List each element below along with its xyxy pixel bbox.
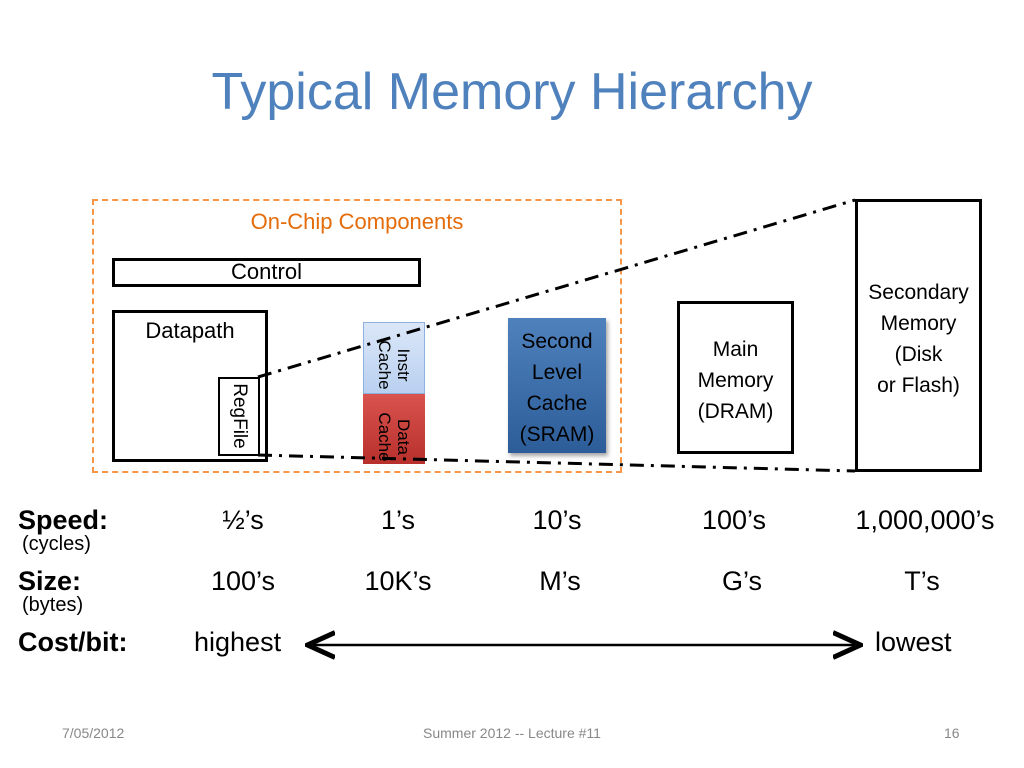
instr-cache-box	[363, 322, 425, 394]
secondary-memory-line-3: (Disk	[894, 343, 943, 366]
speed-l2-value: 10’s	[532, 505, 582, 535]
footer-date: 7/05/2012	[62, 725, 125, 741]
lower-dash-dot-line	[257, 453, 856, 473]
size-regfile-value: 100’s	[210, 566, 276, 596]
l2-line-1: Second	[521, 330, 593, 353]
size-main-value: G’s	[721, 566, 762, 596]
secondary-memory-line-1: Secondary	[868, 281, 969, 304]
secondary-memory-line-4: or Flash)	[877, 374, 960, 397]
l2-line-3: Cache	[526, 392, 588, 415]
l2-line-4: (SRAM)	[519, 423, 595, 446]
speed-unit: (cycles)	[22, 533, 91, 555]
size-l2-value: M’s	[539, 566, 581, 596]
control-label: Control	[231, 259, 302, 284]
cost-label: Cost/bit:	[18, 627, 128, 657]
datapath-box	[112, 310, 268, 462]
main-memory-line-3: (DRAM)	[697, 400, 774, 423]
main-memory-line-2: Memory	[697, 369, 774, 392]
speed-regfile-value: ½’s	[222, 505, 264, 535]
l2-line-2: Level	[531, 361, 583, 384]
size-secondary-value: T’s	[904, 566, 940, 596]
main-memory-line-1: Main	[712, 338, 759, 361]
on-chip-region	[92, 199, 622, 473]
speed-secondary-value: 1,000,000’s	[855, 505, 995, 535]
slide-title: Typical Memory Hierarchy	[211, 63, 813, 121]
second-level-cache-label: Second Level Cache (SRAM)	[508, 326, 606, 450]
main-memory-box	[677, 301, 794, 454]
main-memory-label: Main Memory (DRAM)	[677, 334, 794, 427]
size-l1-value: 10K’s	[364, 566, 432, 596]
secondary-memory-label: Secondary Memory (Disk or Flash)	[855, 277, 982, 401]
footer-course: Summer 2012 -- Lecture #11	[423, 725, 601, 741]
cost-highest: highest	[194, 627, 282, 657]
size-unit: (bytes)	[22, 594, 84, 616]
size-label: Size:	[18, 566, 82, 596]
second-level-cache-box	[508, 318, 606, 453]
secondary-memory-box	[855, 199, 982, 472]
regfile-box	[218, 377, 260, 456]
control-box	[112, 258, 421, 287]
footer-page-number: 16	[944, 725, 960, 741]
datapath-label: Datapath	[145, 318, 235, 343]
cost-lowest: lowest	[875, 627, 952, 657]
data-cache-box	[363, 394, 425, 464]
speed-l1-value: 1’s	[380, 505, 416, 535]
upper-dash-dot-line	[257, 198, 856, 379]
on-chip-label: On-Chip Components	[250, 209, 464, 234]
secondary-memory-line-2: Memory	[880, 312, 957, 335]
speed-main-value: 100’s	[701, 505, 767, 535]
speed-label: Speed:	[18, 505, 109, 535]
